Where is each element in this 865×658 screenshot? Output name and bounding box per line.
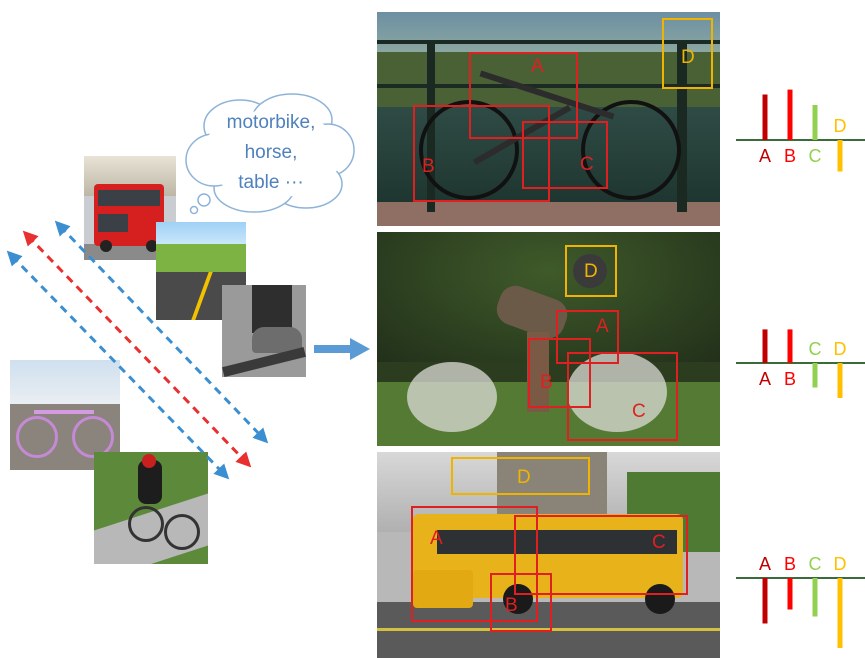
box-label-d: D	[584, 261, 598, 282]
box-label-d: D	[517, 467, 531, 488]
score-bar-b	[787, 578, 793, 610]
box-label-c: C	[632, 401, 646, 422]
box-b	[490, 573, 552, 632]
box-label-c: C	[652, 532, 666, 553]
score-bar-c	[812, 578, 818, 617]
score-bar-b	[787, 89, 793, 140]
box-a	[411, 506, 538, 622]
score-label-c: C	[809, 554, 822, 574]
box-c	[514, 515, 688, 595]
cloud-text: motorbike, horse, table ···	[196, 104, 346, 204]
score-bar-d	[837, 578, 843, 648]
score-label-c: C	[809, 146, 822, 166]
score-bar-c	[812, 363, 818, 388]
score-label-c: C	[809, 339, 822, 359]
score-bar-b	[787, 329, 793, 363]
box-label-a: A	[596, 316, 609, 337]
score-label-a: A	[759, 146, 771, 166]
cloud-line-2: horse,	[244, 142, 298, 163]
score-label-b: B	[784, 146, 796, 166]
score-bar-a	[762, 329, 768, 363]
box-label-c: C	[580, 154, 594, 175]
box-label-b: B	[540, 372, 553, 393]
box-a	[556, 310, 619, 364]
box-label-a: A	[531, 56, 544, 77]
score-bar-a	[762, 94, 768, 140]
score-bar-d	[837, 140, 843, 172]
score-bar-c	[812, 105, 818, 140]
red-dashed-arrow	[22, 230, 252, 468]
box-b	[528, 338, 591, 408]
score-label-b: B	[784, 554, 796, 574]
score-label-a: A	[759, 369, 771, 389]
photo-school-bus	[377, 452, 720, 658]
box-label-b: B	[505, 595, 518, 616]
score-label-d: D	[834, 554, 847, 574]
box-label-b: B	[422, 156, 435, 177]
score-label-b: B	[784, 369, 796, 389]
blue-dashed-arrow	[6, 250, 230, 480]
category-cloud	[185, 93, 355, 215]
box-c	[567, 352, 678, 441]
right-arrow-icon	[314, 338, 370, 360]
box-label-a: A	[430, 528, 443, 549]
cloud-line-3: table ···	[238, 172, 304, 193]
score-label-a: A	[759, 554, 771, 574]
cloud-line-1: motorbike,	[226, 112, 316, 133]
box-c	[522, 121, 608, 189]
score-label-d: D	[834, 339, 847, 359]
score-bar-d	[837, 363, 843, 398]
box-d	[451, 457, 590, 495]
score-bar-a	[762, 578, 768, 624]
box-d	[662, 18, 713, 89]
score-label-d: D	[834, 116, 847, 136]
box-d	[565, 245, 617, 297]
box-label-d: D	[681, 47, 695, 68]
box-b	[413, 105, 550, 202]
blue-dashed-arrow	[54, 220, 269, 444]
